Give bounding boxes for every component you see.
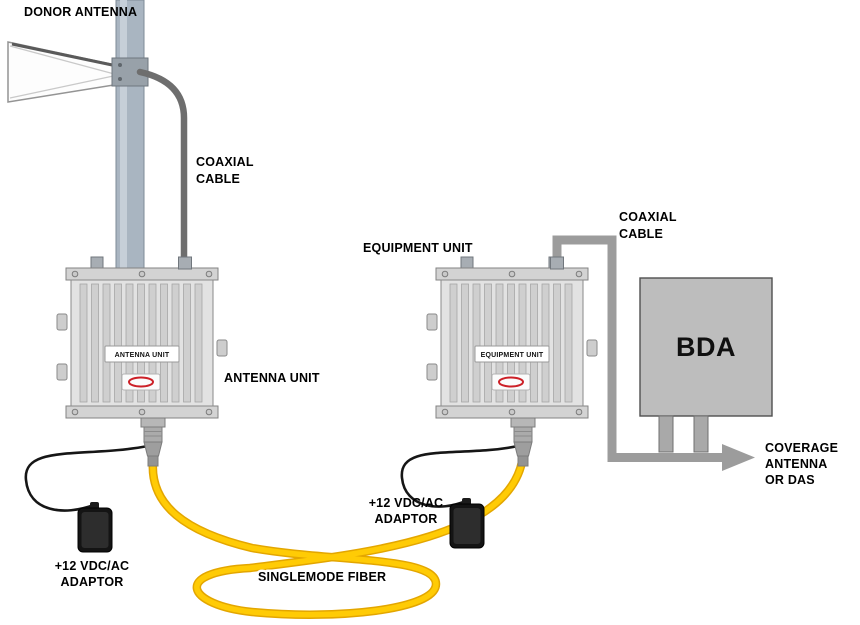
top-port-stub — [550, 256, 564, 270]
label-antenna-unit: ANTENNA UNIT — [224, 371, 320, 385]
label-coverage-1: COVERAGE — [765, 441, 838, 455]
label-coax-right-1: COAXIAL — [619, 210, 677, 224]
bda-label: BDA — [676, 332, 736, 362]
label-coverage-2: ANTENNA — [765, 457, 828, 471]
label-donor-antenna: DONOR ANTENNA — [24, 5, 137, 19]
label-adaptor-right-2: ADAPTOR — [375, 512, 438, 526]
label-coverage-3: OR DAS — [765, 473, 815, 487]
label-coax-left-2: CABLE — [196, 172, 240, 186]
output-arrow-icon — [722, 444, 755, 471]
power-cable-left — [24, 444, 149, 512]
label-adaptor-right-1: +12 VDC/AC — [369, 496, 444, 510]
label-equipment-unit: EQUIPMENT UNIT — [363, 241, 473, 255]
antenna-unit-plate: ANTENNA UNIT — [115, 352, 170, 359]
bda-port — [693, 415, 709, 453]
coaxial-cable-right — [550, 235, 755, 471]
antenna-unit-enclosure: ANTENNA UNIT — [56, 256, 228, 419]
label-coax-left-1: COAXIAL — [196, 155, 254, 169]
bda-port — [658, 415, 674, 453]
equipment-unit-enclosure: EQUIPMENT UNIT — [426, 256, 598, 419]
label-adaptor-left-2: ADAPTOR — [61, 575, 124, 589]
label-singlemode-fiber: SINGLEMODE FIBER — [258, 570, 386, 584]
equipment-unit-plate: EQUIPMENT UNIT — [481, 352, 544, 359]
singlemode-fiber-cable — [148, 457, 527, 619]
coaxial-cable-left — [136, 68, 192, 270]
donor-antenna — [7, 41, 149, 103]
mast-pole — [115, 0, 145, 273]
top-port-stub — [178, 256, 192, 270]
power-cable-right — [400, 444, 519, 508]
label-adaptor-left-1: +12 VDC/AC — [55, 559, 130, 573]
bda-box: BDA — [639, 277, 773, 453]
equipment-unit-connector — [510, 417, 536, 467]
antenna-unit-connector — [140, 417, 166, 467]
power-adaptor-left — [77, 501, 113, 553]
power-adaptor-right — [449, 497, 485, 549]
label-coax-right-2: CABLE — [619, 227, 663, 241]
